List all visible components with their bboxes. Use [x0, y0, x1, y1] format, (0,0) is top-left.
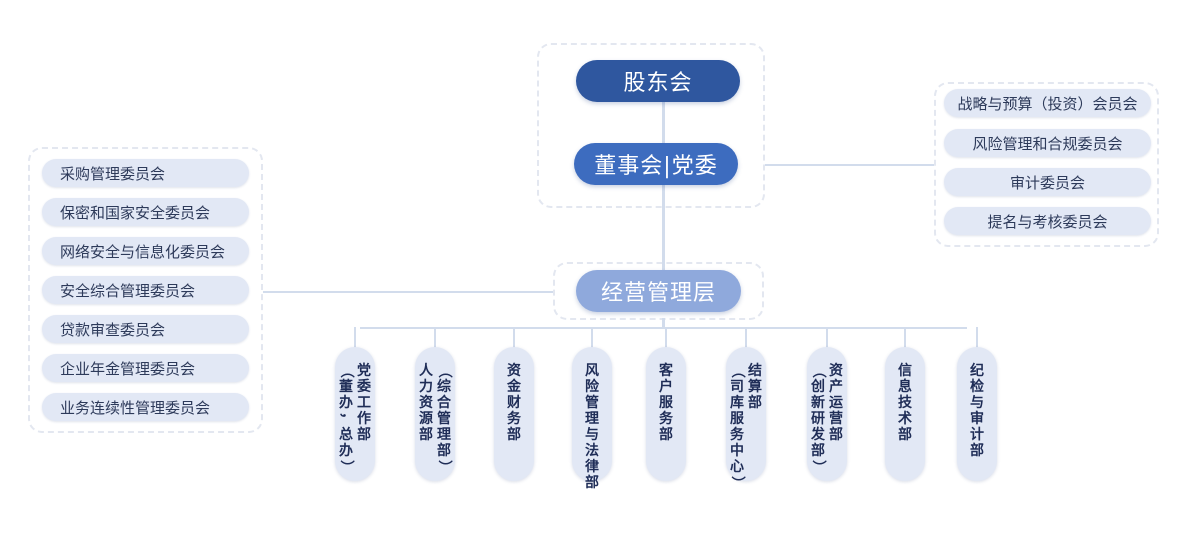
shareholders-node: 股东会: [576, 60, 740, 102]
left-committee-1: 采购管理委员会: [42, 159, 249, 187]
dept-it: 信息技术部: [885, 347, 925, 481]
dept-party-work: 党委工作部（董办，总办）: [335, 347, 375, 481]
dept-drop-8: [904, 327, 906, 349]
dept-discipline-audit: 纪检与审计部: [957, 347, 997, 481]
dept-label-line: 资金财务部: [507, 363, 521, 443]
left-committee-3: 网络安全与信息化委员会: [42, 237, 249, 265]
right-committees-box: [934, 82, 1159, 247]
dept-label-line: 纪检与审计部: [970, 363, 984, 459]
dept-drop-6: [745, 327, 747, 349]
dept-customer-service: 客户服务部: [646, 347, 686, 481]
right-committee-2: 风险管理和合规委员会: [944, 129, 1151, 157]
dept-settlement: 结算部（司库服务中心）: [726, 347, 766, 490]
dept-label-line: 风险管理与法律部: [585, 363, 599, 491]
dept-finance: 资金财务部: [494, 347, 534, 481]
management-box: [553, 262, 764, 320]
dept-risk-legal: 风险管理与法律部: [572, 347, 612, 491]
management-to-depts-line: [662, 318, 665, 328]
left-committee-4: 安全综合管理委员会: [42, 276, 249, 304]
left-committee-7: 业务连续性管理委员会: [42, 393, 249, 421]
dept-horizontal-bus: [360, 327, 967, 329]
dept-drop-4: [591, 327, 593, 349]
dept-label-line: 信息技术部: [898, 363, 912, 443]
dept-label-line: 人力资源部: [419, 363, 433, 443]
left-committee-6: 企业年金管理委员会: [42, 354, 249, 382]
dept-human-resources: （综合管理部）人力资源部: [415, 347, 455, 481]
dept-label-line: 党委工作部: [357, 363, 371, 443]
dept-asset-operation: 资产运营部（创新研发部）: [807, 347, 847, 481]
dept-label-line: （综合管理部）: [436, 364, 452, 474]
main-vertical-line: [662, 100, 665, 272]
dept-drop-5: [665, 327, 667, 349]
right-committee-1: 战略与预算（投资）会员会: [944, 89, 1151, 117]
dept-drop-1: [354, 327, 356, 349]
left-committee-5: 贷款审查委员会: [42, 315, 249, 343]
governance-box: [537, 43, 765, 208]
dept-drop-7: [826, 327, 828, 349]
right-committee-3: 审计委员会: [944, 168, 1151, 196]
dept-drop-9: [976, 327, 978, 349]
left-committees-box: [28, 147, 263, 433]
board-to-right-line: [765, 164, 934, 166]
left-to-management-line: [263, 291, 553, 293]
dept-label-line: 资产运营部: [829, 363, 843, 443]
dept-label-line: （司库服务中心）: [729, 364, 745, 490]
management-node: 经营管理层: [576, 270, 741, 312]
board-node: 董事会|党委: [574, 143, 738, 185]
dept-drop-2: [434, 327, 436, 349]
dept-label-line: （创新研发部）: [810, 364, 826, 474]
dept-label-line: 结算部: [748, 363, 762, 411]
left-committee-2: 保密和国家安全委员会: [42, 198, 249, 226]
dept-label-line: 客户服务部: [659, 363, 673, 443]
dept-label-line: （董办，总办）: [338, 364, 354, 474]
dept-drop-3: [513, 327, 515, 349]
right-committee-4: 提名与考核委员会: [944, 207, 1151, 235]
